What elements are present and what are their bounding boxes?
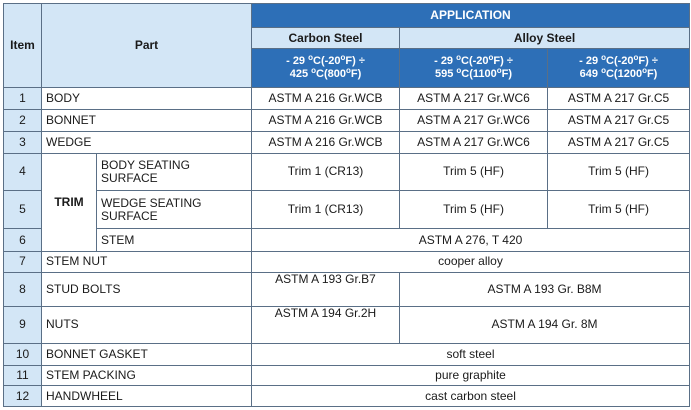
part-name: BONNET — [41, 109, 252, 133]
carbon-material: ASTM A 216 Gr.WCB — [251, 131, 400, 154]
trim-group-label: TRIM — [41, 152, 97, 252]
table-row: 9 NUTS ASTM A 194 Gr.2H ASTM A 194 Gr. 8… — [3, 305, 691, 344]
materials-table: Item Part APPLICATION Carbon Steel Alloy… — [3, 3, 691, 407]
header-row-1: Item Part APPLICATION — [3, 3, 691, 88]
carbon-material: Trim 1 (CR13) — [251, 152, 400, 191]
temp-range-alloy-1: - 29 oC(-20oF) ÷ 595 oC(1100oF) — [399, 48, 548, 88]
common-material: ASTM A 276, T 420 — [250, 228, 691, 252]
alloy-material-2: ASTM A 217 Gr.C5 — [546, 131, 691, 154]
alloy-material-1: Trim 5 (HF) — [399, 189, 548, 230]
part-name: HANDWHEEL — [41, 385, 252, 407]
part-name: STUD BOLTS — [41, 271, 252, 307]
table-row: 2 BONNET ASTM A 216 Gr.WCB ASTM A 217 Gr… — [3, 109, 691, 133]
table-row: 10 BONNET GASKET soft steel — [3, 342, 691, 366]
item-number: 7 — [3, 250, 42, 273]
part-header: Part — [41, 3, 252, 88]
table-row: 5 WEDGE SEATING SURFACE Trim 1 (CR13) Tr… — [3, 189, 691, 230]
materials-table-container: Item Part APPLICATION Carbon Steel Alloy… — [3, 3, 691, 407]
table-row: 7 STEM NUT cooper alloy — [3, 250, 691, 273]
header-row-3: - 29 oC(-20oF) ÷ 425 oC(800oF) - 29 oC(-… — [4, 48, 691, 88]
part-name: BODY — [41, 86, 252, 111]
common-material: cooper alloy — [250, 250, 691, 273]
common-material: cast carbon steel — [250, 385, 691, 407]
item-number: 8 — [3, 271, 42, 307]
part-name: STEM PACKING — [41, 364, 252, 387]
alloy-material-2: Trim 5 (HF) — [546, 152, 691, 191]
alloy-material-1: Trim 5 (HF) — [399, 152, 548, 191]
table-row: 4 TRIM BODY SEATING SURFACE Trim 1 (CR13… — [3, 152, 691, 252]
part-name: STEM NUT — [41, 250, 252, 273]
carbon-material: ASTM A 194 Gr.2H — [251, 305, 400, 344]
part-name: WEDGE — [41, 131, 252, 154]
alloy-material-1: ASTM A 217 Gr.WC6 — [399, 86, 548, 111]
part-name: NUTS — [41, 305, 252, 344]
application-header: APPLICATION — [250, 3, 691, 28]
alloy-material: ASTM A 193 Gr. B8M — [398, 271, 691, 307]
alloy-material-1: ASTM A 217 Gr.WC6 — [399, 109, 548, 133]
alloy-material-2: Trim 5 (HF) — [546, 189, 691, 230]
carbon-material: ASTM A 193 Gr.B7 — [251, 271, 400, 307]
table-row: 12 HANDWHEEL cast carbon steel — [3, 385, 691, 407]
item-number: 10 — [3, 342, 42, 366]
table-row: 6 STEM ASTM A 276, T 420 — [3, 228, 691, 252]
sub-part-name: WEDGE SEATING SURFACE — [96, 189, 252, 230]
header-row-2: Carbon Steel Alloy Steel — [4, 26, 691, 50]
part-name: BONNET GASKET — [41, 342, 252, 366]
carbon-material: Trim 1 (CR13) — [251, 189, 400, 230]
sub-part-name: BODY SEATING SURFACE — [96, 152, 252, 191]
carbon-steel-header: Carbon Steel — [251, 26, 400, 50]
item-number: 9 — [3, 305, 42, 344]
table-row: 1 BODY ASTM A 216 Gr.WCB ASTM A 217 Gr.W… — [3, 86, 691, 111]
common-material: pure graphite — [250, 364, 691, 387]
item-number: 3 — [3, 131, 42, 154]
item-number: 4 — [3, 152, 42, 191]
sub-part-name: STEM — [96, 228, 252, 252]
item-number: 11 — [3, 364, 42, 387]
alloy-steel-header: Alloy Steel — [398, 26, 691, 50]
carbon-material: ASTM A 216 Gr.WCB — [251, 86, 400, 111]
item-number: 5 — [3, 189, 42, 230]
item-number: 2 — [3, 109, 42, 133]
alloy-material-2: ASTM A 217 Gr.C5 — [546, 86, 691, 111]
temp-range-alloy-2: - 29 oC(-20oF) ÷ 649 oC(1200oF) — [546, 48, 691, 88]
table-row: 8 STUD BOLTS ASTM A 193 Gr.B7 ASTM A 193… — [3, 271, 691, 307]
table-row: 11 STEM PACKING pure graphite — [3, 364, 691, 387]
carbon-material: ASTM A 216 Gr.WCB — [251, 109, 400, 133]
item-number: 6 — [3, 228, 42, 252]
alloy-material-1: ASTM A 217 Gr.WC6 — [399, 131, 548, 154]
alloy-material-2: ASTM A 217 Gr.C5 — [546, 109, 691, 133]
item-number: 12 — [3, 385, 42, 407]
item-header: Item — [3, 3, 42, 88]
temp-range-carbon: - 29 oC(-20oF) ÷ 425 oC(800oF) — [251, 48, 400, 88]
table-row: 3 WEDGE ASTM A 216 Gr.WCB ASTM A 217 Gr.… — [3, 131, 691, 154]
alloy-material: ASTM A 194 Gr. 8M — [398, 305, 691, 344]
common-material: soft steel — [250, 342, 691, 366]
item-number: 1 — [3, 86, 42, 111]
